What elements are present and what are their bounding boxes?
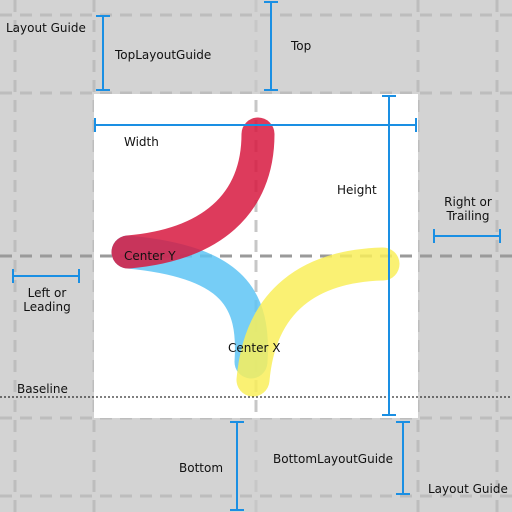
height-label: Height bbox=[337, 183, 377, 197]
width-label: Width bbox=[124, 135, 159, 149]
width-indicator bbox=[94, 118, 417, 132]
top-layout-guide-indicator bbox=[96, 15, 110, 91]
left-or-leading-line1: Left or bbox=[27, 286, 67, 300]
left-or-leading-indicator bbox=[12, 269, 80, 283]
layout-guide-top-label: Layout Guide bbox=[6, 21, 86, 35]
bottom-indicator bbox=[230, 421, 244, 511]
center-x-label: Center X bbox=[228, 341, 281, 355]
layout-guide-bottom-label: Layout Guide bbox=[428, 482, 508, 496]
logo-graphic bbox=[111, 117, 400, 397]
bottom-layout-guide-label: BottomLayoutGuide bbox=[273, 452, 394, 466]
red-stroke bbox=[111, 117, 275, 269]
indicators bbox=[12, 1, 501, 511]
bottom-layout-guide-indicator bbox=[396, 421, 410, 495]
yellow-stroke bbox=[236, 247, 400, 397]
right-or-trailing-label: Right or Trailing bbox=[432, 195, 504, 223]
center-y-label: Center Y bbox=[124, 249, 176, 263]
bottom-label: Bottom bbox=[179, 461, 224, 475]
left-or-leading-line2: Leading bbox=[23, 300, 71, 314]
right-or-trailing-line2: Trailing bbox=[446, 209, 490, 223]
baseline-label: Baseline bbox=[17, 382, 68, 396]
height-indicator bbox=[382, 95, 396, 416]
top-label: Top bbox=[291, 39, 312, 53]
right-or-trailing-line1: Right or bbox=[444, 195, 492, 209]
top-layout-guide-label: TopLayoutGuide bbox=[115, 48, 212, 62]
left-or-leading-label: Left or Leading bbox=[14, 286, 80, 314]
right-or-trailing-indicator bbox=[433, 229, 501, 243]
top-indicator bbox=[264, 1, 278, 91]
